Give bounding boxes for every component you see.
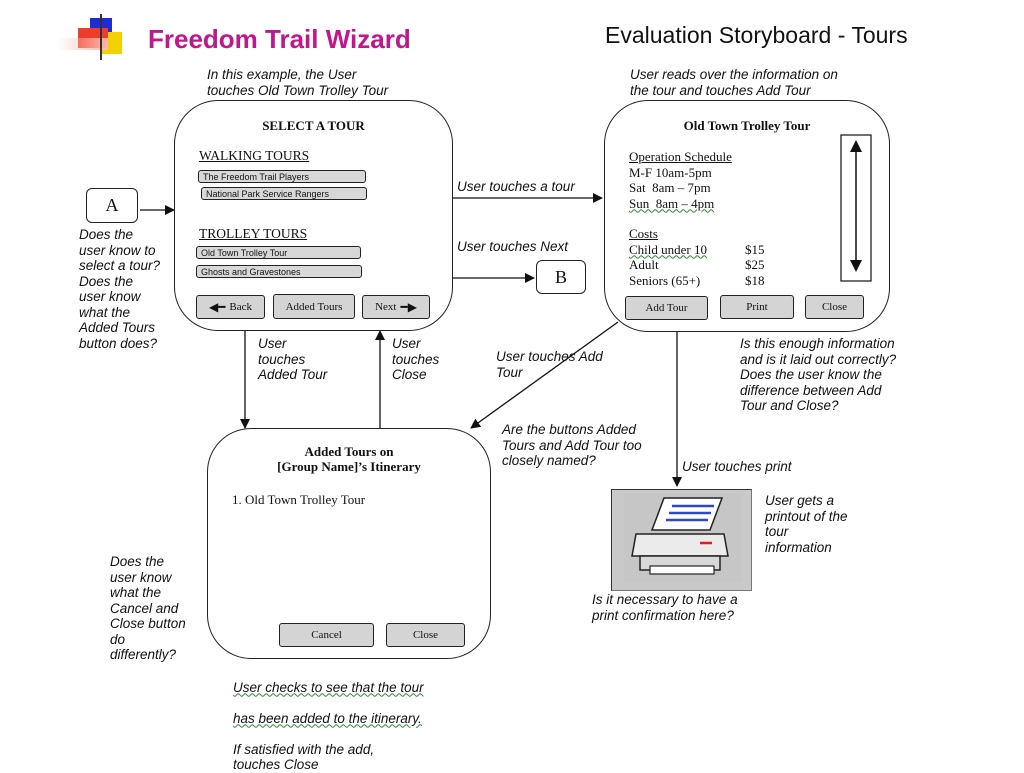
page-subtitle: Evaluation Storyboard - Tours: [605, 22, 908, 48]
scrollbar[interactable]: [840, 134, 874, 284]
tour-item-freedom-trail-players[interactable]: The Freedom Trail Players: [198, 170, 366, 183]
costs-heading: Costs: [629, 226, 658, 241]
note-reads-info: User reads over the information on the t…: [630, 67, 838, 98]
cost-row: Adult $25: [629, 257, 765, 272]
note-print-confirm: Is it necessary to have a print confirma…: [592, 592, 738, 623]
trolley-tours-heading: TROLLEY TOURS: [199, 226, 308, 241]
printer-icon: [624, 494, 742, 582]
note-gets-printout: User gets a printout of the tour informa…: [765, 493, 848, 555]
detail-content: Operation Schedule M-F 10am-5pm Sat 8am …: [629, 149, 829, 288]
arrow-right-icon: ━▶: [400, 299, 417, 314]
note-touches-next: User touches Next: [457, 239, 569, 254]
cancel-button[interactable]: Cancel: [279, 623, 374, 647]
next-button-label: Next: [375, 301, 397, 313]
note-closely-named: Are the buttons Added Tours and Add Tour…: [502, 422, 642, 468]
added-tours-button[interactable]: Added Tours: [273, 294, 355, 319]
note-select-example: In this example, the User touches Old To…: [207, 67, 389, 98]
note-enough-info: Is this enough information and is it lai…: [740, 336, 897, 413]
cost-row: Seniors (65+) $18: [629, 272, 765, 288]
schedule-heading: Operation Schedule: [629, 149, 732, 164]
add-tour-button[interactable]: Add Tour: [625, 296, 708, 320]
next-button[interactable]: Next ━▶: [362, 295, 430, 319]
back-button-label: Back: [229, 301, 253, 313]
tour-item-old-town-trolley[interactable]: Old Town Trolley Tour: [196, 246, 361, 259]
note-cancel-close: Does the user know what the Cancel and C…: [110, 554, 186, 662]
back-button[interactable]: ◀━ Back: [196, 295, 265, 319]
schedule-line: Sat 8am – 7pm: [629, 180, 711, 195]
itinerary-close-button[interactable]: Close: [386, 623, 465, 647]
detail-screen-title: Old Town Trolley Tour: [683, 118, 811, 133]
select-screen-title: SELECT A TOUR: [262, 118, 365, 133]
tour-item-ghosts-gravestones[interactable]: Ghosts and Gravestones: [196, 265, 362, 278]
walking-tours-heading: WALKING TOURS: [199, 148, 310, 163]
connector-a: A: [86, 188, 138, 223]
scroll-down-icon: [850, 260, 862, 272]
note-touches-close: User touches Close: [392, 336, 440, 382]
schedule-line: M-F 10am-5pm: [629, 164, 712, 180]
schedule-line: Sun 8am – 4pm: [629, 195, 715, 211]
arrow-left-icon: ◀━: [208, 299, 226, 314]
itinerary-item: 1. Old Town Trolley Tour: [232, 492, 366, 507]
logo-squares: [58, 14, 138, 60]
note-checks-added: User checks to see that the tour has bee…: [233, 679, 424, 773]
itinerary-screen: [207, 428, 491, 659]
page-title: Freedom Trail Wizard: [148, 24, 411, 54]
close-button[interactable]: Close: [805, 295, 864, 319]
note-does-user-know-select: Does the user know to select a tour? Doe…: [79, 227, 161, 351]
tour-item-national-park-rangers[interactable]: National Park Service Rangers: [201, 187, 367, 200]
print-button[interactable]: Print: [720, 295, 794, 319]
note-touches-a-tour: User touches a tour: [457, 179, 575, 194]
note-touches-print: User touches print: [682, 459, 792, 474]
cost-row: Child under 10 $15: [629, 241, 765, 257]
scroll-up-icon: [850, 140, 862, 152]
itinerary-title: Added Tours on [Group Name]’s Itinerary: [277, 444, 421, 474]
note-touches-added-tour: User touches Added Tour: [258, 336, 328, 382]
connector-b: B: [536, 260, 586, 294]
select-tour-screen: [174, 100, 453, 331]
note-touches-add-tour: User touches Add Tour: [496, 349, 603, 380]
